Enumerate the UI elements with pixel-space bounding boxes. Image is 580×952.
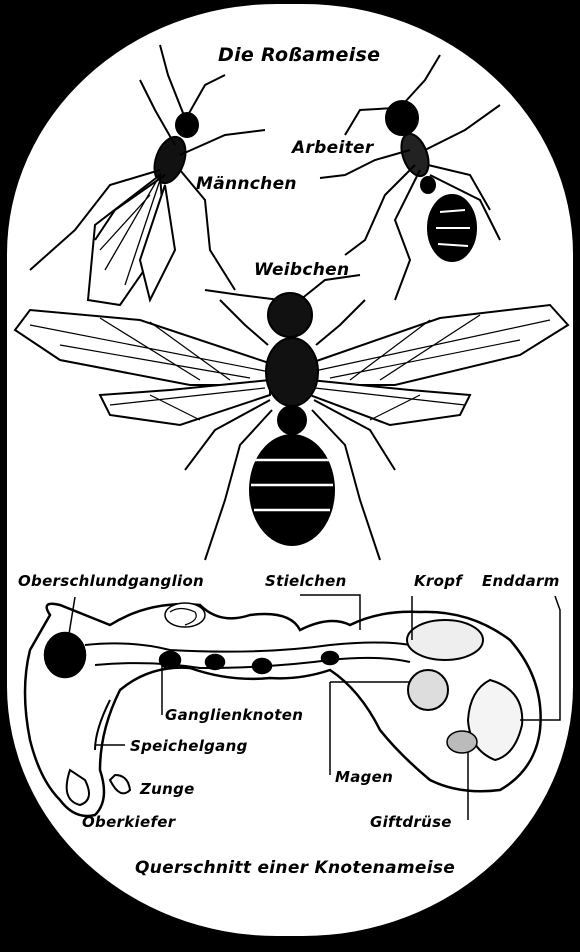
label-supraesophageal-ganglion: Oberschlundganglion [18,572,204,590]
label-tongue: Zunge [140,780,195,798]
label-female: Weibchen [254,260,349,280]
label-petiole: Stielchen [265,572,347,590]
label-stomach: Magen [335,768,393,786]
label-venom-gland: Giftdrüse [370,813,452,831]
section-caption: Querschnitt einer Knotenameise [135,858,455,878]
figure-title: Die Roßameise [218,44,380,66]
label-crop: Kropf [414,572,462,590]
label-ganglion-nodes: Ganglienknoten [165,706,303,724]
label-salivary-duct: Speichelgang [130,737,248,755]
label-upper-jaw: Oberkiefer [82,813,175,831]
label-worker: Arbeiter [292,138,374,158]
label-rectum: Enddarm [482,572,560,590]
label-male: Männchen [196,174,297,194]
